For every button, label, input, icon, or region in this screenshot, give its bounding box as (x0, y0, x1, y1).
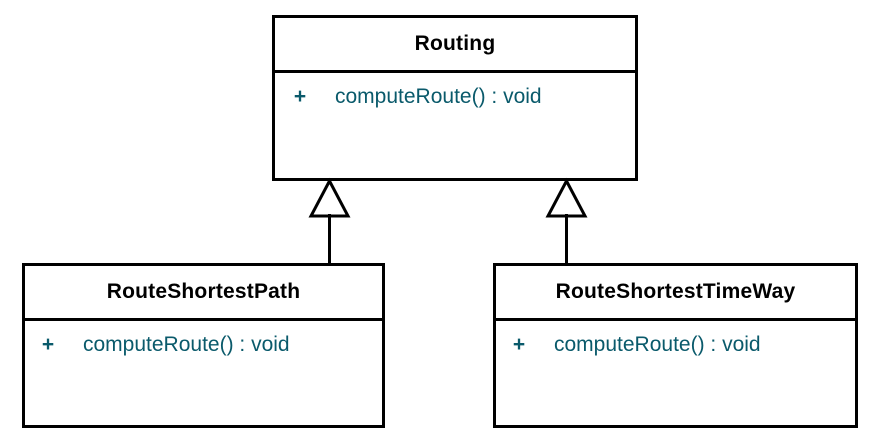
visibility-marker-public: + (293, 85, 307, 108)
class-name-routing: Routing (414, 32, 496, 55)
operation-signature: computeRoute() : void (83, 333, 290, 356)
class-box-route-shortest-path[interactable]: RouteShortestPath + computeRoute() : voi… (22, 263, 385, 428)
class-box-routing[interactable]: Routing + computeRoute() : void (272, 15, 638, 181)
class-name-route-shortest-path: RouteShortestPath (106, 280, 301, 303)
class-compartment-divider (25, 318, 382, 321)
operation-row: + computeRoute() : void (25, 333, 382, 357)
operations-compartment-route-shortest-time-way: + computeRoute() : void (496, 321, 855, 425)
operations-compartment-routing: + computeRoute() : void (275, 73, 635, 178)
visibility-marker-public: + (41, 333, 55, 356)
operation-row: + computeRoute() : void (496, 333, 855, 357)
operation-row: + computeRoute() : void (275, 85, 635, 109)
visibility-marker-public: + (512, 333, 526, 356)
class-compartment-divider (275, 70, 635, 73)
operation-signature: computeRoute() : void (335, 85, 542, 108)
hollow-triangle-arrowhead-icon (308, 177, 351, 218)
class-compartment-divider (496, 318, 855, 321)
class-box-route-shortest-time-way[interactable]: RouteShortestTimeWay + computeRoute() : … (493, 263, 858, 428)
operation-signature: computeRoute() : void (554, 333, 761, 356)
operations-compartment-route-shortest-path: + computeRoute() : void (25, 321, 382, 425)
hollow-triangle-arrowhead-icon (545, 177, 588, 218)
class-name-route-shortest-time-way: RouteShortestTimeWay (555, 280, 796, 303)
